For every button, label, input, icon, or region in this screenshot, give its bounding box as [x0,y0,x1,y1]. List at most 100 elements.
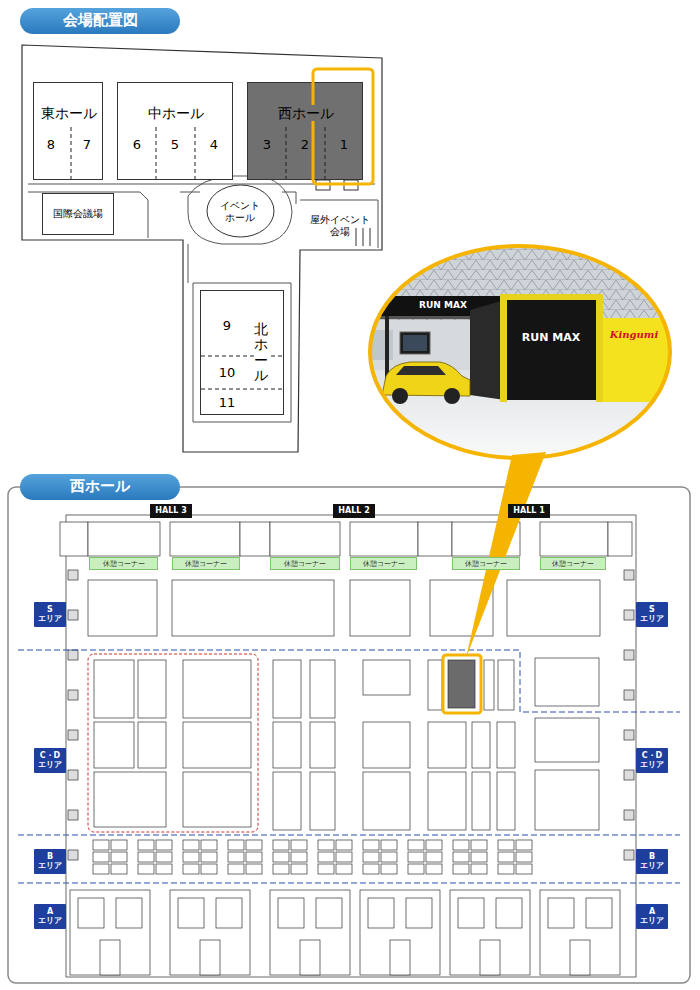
node-label: イベント ホール [220,200,260,223]
booth [201,864,217,874]
hall-sign: HALL 3 [150,504,192,518]
booth [498,840,514,850]
booth [516,840,532,850]
booth [200,940,220,975]
booth [94,772,166,827]
booth [183,840,199,850]
booth [78,898,104,928]
booth [310,660,335,718]
booth [498,660,514,710]
hall-sign: HALL 1 [508,504,550,518]
booth [246,864,262,874]
booth [498,864,514,874]
booth [216,898,242,928]
section-tab: 会場配置図 [20,8,180,34]
booth [68,810,78,820]
booth [291,852,307,862]
booth [170,522,240,556]
booth [471,852,487,862]
booth [381,864,397,874]
booth [273,722,301,768]
booth [453,840,469,850]
booth [246,840,262,850]
booth [408,852,424,862]
node-label: B エリア [640,852,664,870]
booth [570,940,590,975]
zone-outline [88,654,258,832]
booth [336,840,352,850]
hall-divider [71,127,72,179]
booth [273,852,289,862]
hall-divider [201,389,283,390]
booth [363,660,410,695]
booth [156,864,172,874]
booth [535,718,599,762]
booth [201,840,217,850]
booth [300,940,320,975]
node-number: 9 [223,319,231,334]
booth [381,852,397,862]
booth [471,864,487,874]
booth [68,730,78,740]
booth [360,890,440,975]
node-number: 10 [219,366,236,381]
booth [408,864,424,874]
node-label: S エリア [640,605,664,623]
rest-area: 休憩コーナー [452,557,520,570]
booth [363,864,379,874]
booth [111,852,127,862]
hall-divider [195,127,196,179]
booth [450,890,530,975]
booth [273,840,289,850]
booth [291,864,307,874]
booth [484,660,494,710]
booth [516,852,532,862]
outdoor-area: 屋外イベント 会場 [302,205,378,245]
booth [318,864,334,874]
area-tag: B エリア [636,849,668,874]
booth [93,864,109,874]
booth [68,850,78,860]
area-tag: A エリア [636,904,668,929]
rest-area: 休憩コーナー [89,557,158,570]
booth-highlight [443,655,481,713]
area-tag: A エリア [34,904,66,929]
booth [381,840,397,850]
area-tag: C・D エリア [34,748,66,773]
node-number: 3 [263,138,271,153]
booth [363,722,410,768]
node-label: 中ホール [148,105,204,121]
booth-photo [365,244,678,460]
hall-divider [201,356,283,357]
booth [138,864,154,874]
booth [428,722,466,768]
booth [228,864,244,874]
node-label: 東ホール [41,105,97,121]
booth [183,852,199,862]
callout-leader [466,452,546,658]
booth [480,940,500,975]
booth [138,660,166,718]
node-label: A エリア [38,907,62,925]
hall-wall [66,515,636,977]
booth [68,690,78,700]
hall-divider [156,127,157,179]
booth [156,852,172,862]
booth [497,722,515,768]
booth [270,890,350,975]
booth-grid [60,522,634,975]
node-label: B エリア [38,852,62,870]
booth [363,772,410,830]
booth [406,898,432,928]
booth [496,898,522,928]
node-label: 西ホール [276,105,336,121]
booth [428,772,466,830]
hall-box-selected: 西ホール321 [247,82,363,180]
area-tag: B エリア [34,849,66,874]
node-label: A エリア [640,907,664,925]
hall-ellipse [207,185,274,237]
booth [507,580,600,636]
booth [318,840,334,850]
booth [68,610,78,620]
booth [172,580,334,636]
